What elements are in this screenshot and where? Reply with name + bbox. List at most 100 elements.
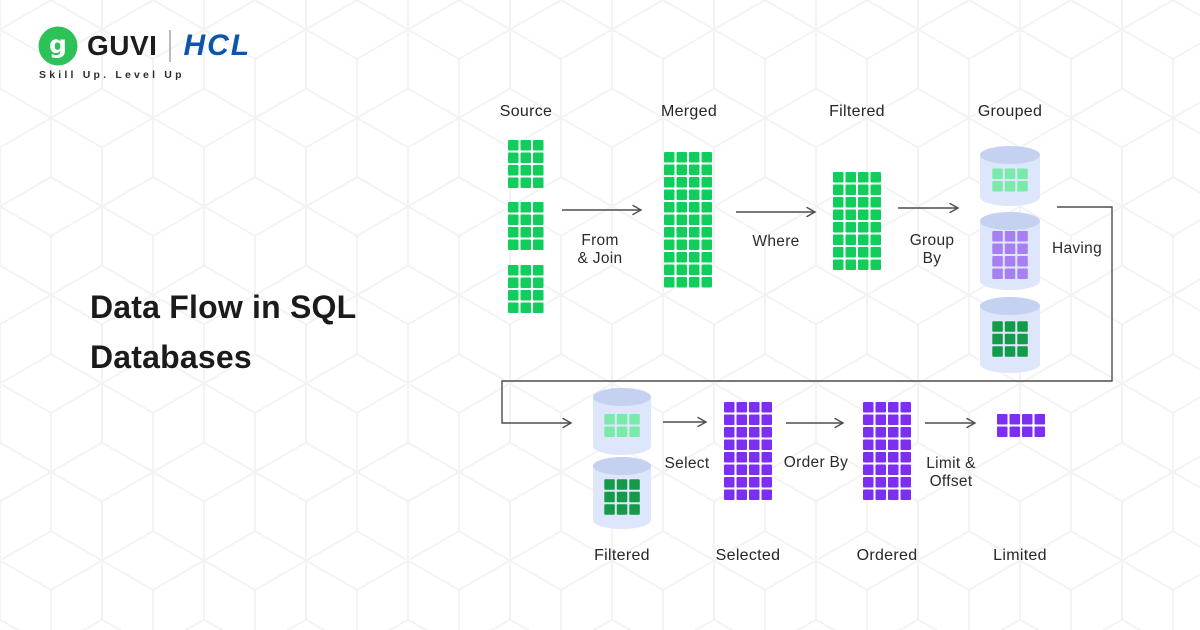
data-cell xyxy=(604,479,615,490)
data-cell xyxy=(858,247,869,258)
data-cell xyxy=(1017,256,1028,267)
data-cell xyxy=(676,252,687,263)
data-cell xyxy=(845,172,856,183)
edge-group_by-label-line-0: Group xyxy=(910,232,955,249)
data-cell xyxy=(701,189,712,200)
stage-grouped-cylinder-2-grid xyxy=(992,321,1028,357)
data-cell xyxy=(1034,414,1045,425)
data-cell xyxy=(863,464,874,475)
data-cell xyxy=(992,243,1003,254)
data-cell xyxy=(701,214,712,225)
brand-tagline: Skill Up. Level Up xyxy=(39,69,185,81)
edge-select-label-line-0: Select xyxy=(665,455,710,472)
data-cell xyxy=(676,264,687,275)
data-cell xyxy=(533,290,544,301)
data-cell xyxy=(533,202,544,213)
data-cell xyxy=(533,239,544,250)
data-cell xyxy=(520,152,531,163)
data-cell xyxy=(997,426,1008,437)
data-cell xyxy=(736,452,747,463)
stage-grouped-cylinder-1-grid xyxy=(992,231,1028,279)
data-cell xyxy=(701,264,712,275)
data-cell xyxy=(533,265,544,276)
data-cell xyxy=(1004,231,1016,242)
data-cell xyxy=(508,140,519,151)
data-cell xyxy=(508,177,519,188)
data-cell xyxy=(1022,426,1033,437)
data-cell xyxy=(875,439,886,450)
data-cell xyxy=(1017,333,1028,345)
data-cell xyxy=(736,477,747,488)
data-cell xyxy=(833,234,844,245)
data-cell xyxy=(761,414,772,425)
edge-from_join-arrowhead xyxy=(632,204,643,216)
data-cell xyxy=(1004,268,1016,279)
data-cell xyxy=(701,164,712,175)
page-title-line-2: Databases xyxy=(90,339,252,375)
data-cell xyxy=(761,439,772,450)
data-cell xyxy=(845,259,856,270)
data-cell xyxy=(676,202,687,213)
edge-from_join-label-line-0: From xyxy=(581,232,618,249)
data-cell xyxy=(1004,333,1016,345)
data-cell xyxy=(664,214,675,225)
data-cell xyxy=(724,439,735,450)
data-cell xyxy=(664,239,675,250)
data-cell xyxy=(749,439,760,450)
data-cell xyxy=(616,414,628,425)
data-cell xyxy=(863,414,874,425)
stage-grouped-label: Grouped xyxy=(978,103,1042,120)
data-cell xyxy=(1009,426,1020,437)
data-cell xyxy=(858,184,869,195)
data-cell xyxy=(689,264,700,275)
data-cell xyxy=(724,452,735,463)
data-cell xyxy=(604,504,615,515)
data-cell xyxy=(701,252,712,263)
data-cell xyxy=(508,302,519,313)
data-cell xyxy=(689,152,700,163)
stage-limited-grid-0 xyxy=(997,414,1045,437)
data-cell xyxy=(875,402,886,413)
data-cell xyxy=(508,152,519,163)
stage-source-grid-2 xyxy=(508,265,544,313)
data-cell xyxy=(604,491,615,503)
data-cell xyxy=(508,290,519,301)
edge-group_by-label-line-1: By xyxy=(923,250,942,267)
data-cell xyxy=(863,452,874,463)
data-cell xyxy=(676,227,687,238)
data-cell xyxy=(833,247,844,258)
data-cell xyxy=(749,477,760,488)
data-cell xyxy=(724,414,735,425)
data-cell xyxy=(1017,268,1028,279)
data-cell xyxy=(676,152,687,163)
data-cell xyxy=(629,414,640,425)
cylinder-top xyxy=(980,146,1040,164)
data-cell xyxy=(992,231,1003,242)
data-cell xyxy=(761,477,772,488)
data-cell xyxy=(676,277,687,288)
data-cell xyxy=(701,177,712,188)
data-cell xyxy=(1004,256,1016,267)
data-cell xyxy=(520,265,531,276)
data-cell xyxy=(845,184,856,195)
brand-header: g GUVI HCL xyxy=(38,26,251,66)
data-cell xyxy=(629,426,640,437)
data-cell xyxy=(900,489,911,500)
data-cell xyxy=(724,464,735,475)
data-cell xyxy=(1017,168,1028,179)
data-cell xyxy=(761,489,772,500)
data-cell xyxy=(845,234,856,245)
data-cell xyxy=(875,489,886,500)
data-cell xyxy=(736,439,747,450)
data-cell xyxy=(749,489,760,500)
data-cell xyxy=(875,464,886,475)
stage-selected-label: Selected xyxy=(716,547,781,564)
data-cell xyxy=(833,209,844,220)
data-cell xyxy=(992,346,1003,357)
data-cell xyxy=(533,165,544,176)
data-cell xyxy=(1004,321,1016,332)
svg-text:g: g xyxy=(49,30,67,59)
data-cell xyxy=(900,402,911,413)
